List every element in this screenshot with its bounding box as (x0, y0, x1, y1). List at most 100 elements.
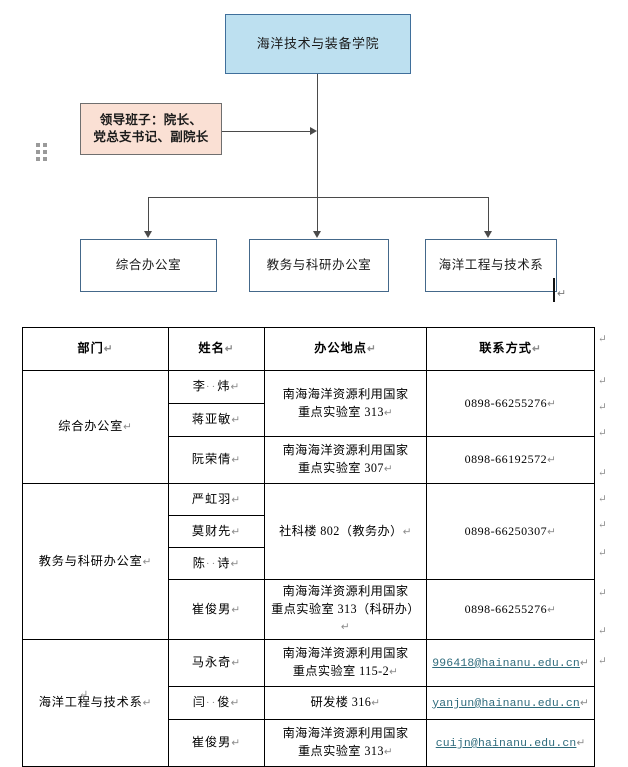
office-line-1: 南海海洋资源利用国家 (282, 584, 409, 598)
paragraph-mark-icon: ↵ (224, 344, 235, 356)
cell-office-location: 社科楼 802（教务办）↵ (264, 483, 427, 580)
paragraph-mark-icon: ↵ (231, 738, 242, 750)
cell-name: 陈··诗↵ (168, 547, 265, 580)
org-node-leadership[interactable]: 领导班子：院长、 党总支书记、副院长 (80, 103, 222, 155)
column-header-office: 办公地点↵ (264, 327, 427, 371)
paragraph-mark-icon: ↵ (230, 558, 241, 570)
paragraph-mark-icon: ↵ (230, 698, 241, 710)
arrowhead-down-middle (313, 231, 321, 238)
name-label-suffix: 俊 (217, 695, 231, 710)
paragraph-mark-icon: ↵ (598, 402, 607, 413)
cell-department: 综合办公室↵ (22, 370, 169, 484)
paragraph-mark-icon: ↵ (230, 382, 241, 394)
email-link[interactable]: cuijn@hainanu.edu.cn (435, 737, 577, 750)
connector-horizontal-bus (148, 197, 488, 198)
paragraph-mark-icon: ↵ (598, 494, 607, 505)
paragraph-mark-icon: ↵ (531, 344, 542, 356)
paragraph-mark-icon: ↵ (598, 588, 607, 599)
cell-office-location: 南海海洋资源利用国家重点实验室 313↵ (264, 719, 427, 767)
paragraph-mark-icon: ↵ (383, 747, 394, 759)
contacts-table: 部门↵ 姓名↵ 办公地点↵ 联系方式↵ 综合办公室↵ 李··炜↵ 南海海洋资源利… (22, 327, 595, 767)
cell-name: 蒋亚敏↵ (168, 403, 265, 437)
cell-contact: 0898-66255276↵ (426, 578, 595, 641)
paragraph-mark-icon: ↵ (123, 422, 133, 434)
name-label: 莫财先 (191, 523, 232, 538)
org-node-college[interactable]: 海洋技术与装备学院 (225, 14, 411, 74)
paragraph-mark-icon: ↵ (598, 656, 607, 667)
email-link[interactable]: yanjun@hainanu.edu.cn (432, 697, 580, 710)
paragraph-mark-icon: ↵ (231, 526, 242, 538)
connector-drop-right (488, 197, 489, 232)
paragraph-mark-icon: ↵ (231, 455, 242, 467)
cell-contact: yanjun@hainanu.edu.cn↵ (426, 686, 595, 721)
table-row: 蒋亚敏↵ (23, 403, 595, 437)
org-node-college-label: 海洋技术与装备学院 (256, 36, 380, 52)
paragraph-mark-icon: ↵ (383, 407, 394, 419)
office-line-2: 重点实验室 115-2 (292, 664, 390, 679)
org-node-academic-office[interactable]: 教务与科研办公室 (249, 239, 389, 292)
table-row: 海洋工程与技术系↵ 马永奇↵ 南海海洋资源利用国家重点实验室 115-2↵ 99… (22, 639, 595, 767)
paragraph-mark-icon: ↵ (598, 334, 607, 345)
paragraph-mark-icon: ↵ (340, 622, 351, 634)
table-row: 陈··诗↵ (23, 547, 595, 580)
cell-office-location: 南海海洋资源利用国家重点实验室 115-2↵ (264, 639, 427, 688)
name-label-suffix: 炜 (217, 379, 231, 394)
paragraph-mark-icon: ↵ (231, 415, 242, 427)
table-row: 莫财先↵ (23, 515, 595, 548)
name-label: 崔俊男 (191, 735, 232, 750)
org-node-general-office[interactable]: 综合办公室 (80, 239, 217, 292)
paragraph-mark-icon: ↵ (366, 344, 377, 356)
arrowhead-down-right (484, 231, 492, 238)
department-label: 海洋工程与技术系 (38, 695, 143, 710)
office-line-1: 南海海洋资源利用国家 (282, 386, 409, 401)
name-label: 陈 (192, 555, 206, 570)
leadership-line-1: 领导班子：院长、 (99, 113, 203, 128)
department-label: 教务与科研办公室 (38, 553, 143, 568)
column-header-department-label: 部门 (77, 341, 104, 356)
drag-handle-icon[interactable] (36, 143, 47, 161)
cell-contact: 0898-66255276↵ (426, 370, 595, 437)
name-label: 闫 (192, 695, 206, 710)
email-link[interactable]: 996418@hainanu.edu.cn (432, 657, 580, 670)
paragraph-mark-icon: ↵ (579, 657, 589, 669)
office-line-1: 南海海洋资源利用国家 (282, 726, 409, 741)
office-line-1: 社科楼 802（教务办） (279, 523, 403, 538)
cell-department: 教务与科研办公室↵ (22, 482, 169, 641)
cell-name: 崔俊男↵ (168, 719, 265, 767)
name-label: 阮荣倩 (191, 452, 232, 467)
name-label: 马永奇 (191, 655, 232, 670)
paragraph-mark-icon: ↵ (598, 520, 607, 531)
connector-trunk-vertical (317, 74, 318, 228)
arrowhead-right-leadership (310, 127, 317, 135)
cell-contact: 996418@hainanu.edu.cn↵ (426, 639, 595, 688)
space-mark-icon: ·· (205, 557, 218, 570)
org-chart: 海洋技术与装备学院 领导班子：院长、 党总支书记、副院长 综合办公室 教务与科研… (0, 0, 628, 318)
paragraph-mark-icon: ↵ (79, 689, 89, 701)
column-header-name-label: 姓名 (198, 341, 225, 356)
paragraph-mark-icon: ↵ (389, 667, 399, 679)
connector-leadership-horizontal (222, 131, 311, 132)
column-header-office-label: 办公地点 (314, 341, 367, 356)
connector-drop-left (148, 197, 149, 232)
org-node-engineering-dept[interactable]: 海洋工程与技术系 (425, 239, 557, 292)
office-line-2: 重点实验室 313 (297, 744, 384, 759)
phone-number: 0898-66255276 (464, 601, 548, 616)
department-label: 综合办公室 (58, 419, 124, 434)
paragraph-mark-icon: ↵ (547, 526, 557, 538)
office-line-1: 南海海洋资源利用国家 (282, 646, 409, 661)
office-line-2: 重点实验室 313（科研办） (271, 601, 420, 616)
space-mark-icon: ·· (205, 381, 218, 394)
name-label: 严虹羽 (191, 491, 232, 506)
org-node-leadership-label: 领导班子：院长、 党总支书记、副院长 (93, 112, 208, 146)
table-row: 崔俊男↵ 南海海洋资源利用国家重点实验室 313（科研办）↵ 0898-6625… (23, 578, 595, 641)
table-row: 综合办公室↵ 李··炜↵ 南海海洋资源利用国家重点实验室 313↵ 0898-6… (22, 370, 595, 484)
org-node-academic-office-label: 教务与科研办公室 (266, 258, 372, 273)
paragraph-mark-icon: ↵ (598, 548, 607, 559)
cell-name: 李··炜↵ (168, 370, 265, 404)
paragraph-mark-icon: ↵ (557, 288, 567, 300)
paragraph-mark-icon: ↵ (142, 698, 153, 710)
paragraph-mark-icon: ↵ (371, 698, 381, 710)
cell-contact: cuijn@hainanu.edu.cn↵ (426, 719, 595, 767)
name-label: 李 (192, 379, 206, 394)
paragraph-mark-icon: ↵ (579, 697, 589, 709)
